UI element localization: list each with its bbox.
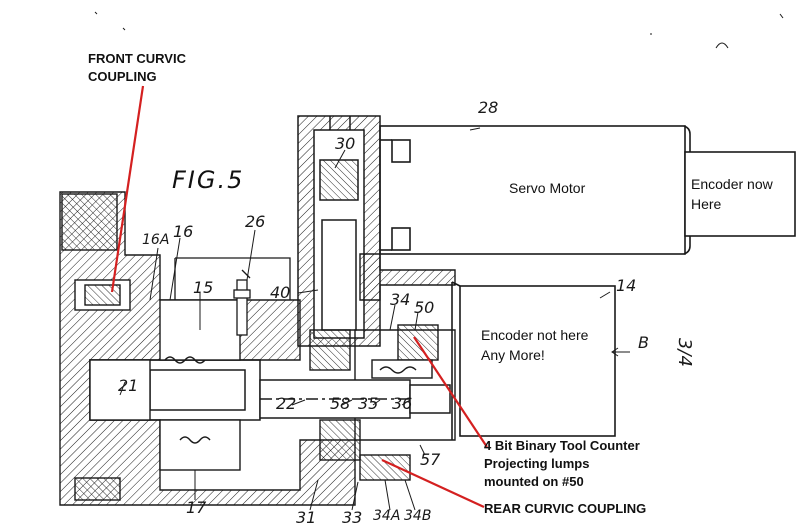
ref-numeral: 16A <box>142 232 170 248</box>
rear-coupling-label: REAR CURVIC COUPLING <box>484 501 647 516</box>
ref-numeral: 58 <box>330 394 351 413</box>
encoder-now-line-2: Here <box>691 196 722 212</box>
ref-numeral: 33 <box>342 508 363 527</box>
encoder-old-line-1: Encoder not here <box>481 327 589 343</box>
ref-numeral: 21 <box>118 376 139 395</box>
ref-numeral: 50 <box>414 298 435 317</box>
front-coupling-line-1: FRONT CURVIC <box>88 51 186 66</box>
ref-numeral: 34A <box>373 508 401 524</box>
tool-counter-line-3: mounted on #50 <box>484 474 584 489</box>
ref-numeral: 17 <box>186 498 207 517</box>
encoder-old-line-2: Any More! <box>481 347 545 363</box>
front-coupling-line-2: COUPLING <box>88 69 157 84</box>
front-assembly-drawing <box>59 191 411 506</box>
ref-numeral: 57 <box>420 450 441 469</box>
red-callout-lines <box>110 85 488 508</box>
ref-numeral: 36 <box>392 394 413 413</box>
encoder-now-line-1: Encoder now <box>691 176 773 192</box>
ref-numeral: 16 <box>173 222 194 241</box>
ref-numeral: 34B <box>404 508 432 524</box>
ref-numeral: 34 <box>390 290 411 309</box>
ref-numeral: 30 <box>335 134 356 153</box>
tool-counter-label: 4 Bit Binary Tool Counter Projecting lum… <box>484 437 640 491</box>
encoder-now-box <box>684 151 796 237</box>
tool-counter-line-2: Projecting lumps <box>484 456 590 471</box>
front-coupling-label: FRONT CURVIC COUPLING <box>88 50 186 86</box>
margin-marks <box>94 11 784 49</box>
fitting-26-drawing <box>174 257 291 336</box>
ref-numeral: B <box>638 333 649 352</box>
figure-title: FIG.5 <box>172 166 245 194</box>
servo-motor-label: Servo Motor <box>509 180 586 196</box>
encoder-old-label: Encoder not here Any More! <box>481 325 588 365</box>
ref-numeral: 40 <box>270 283 291 302</box>
ref-numeral: 14 <box>616 276 637 295</box>
encoder-now-label: Encoder now Here <box>691 174 773 214</box>
leader-lines <box>119 127 630 511</box>
ref-numeral: 15 <box>193 278 214 297</box>
tool-counter-line-1: 4 Bit Binary Tool Counter <box>484 438 640 453</box>
ref-numeral: 26 <box>245 212 266 231</box>
ref-numeral: 28 <box>478 98 499 117</box>
gear-housing-drawing <box>297 115 381 347</box>
ref-numeral: 3/4 <box>673 338 695 367</box>
ref-numeral: 31 <box>296 508 317 527</box>
ref-numeral: 35 <box>358 394 379 413</box>
ref-numeral: 22 <box>276 394 297 413</box>
